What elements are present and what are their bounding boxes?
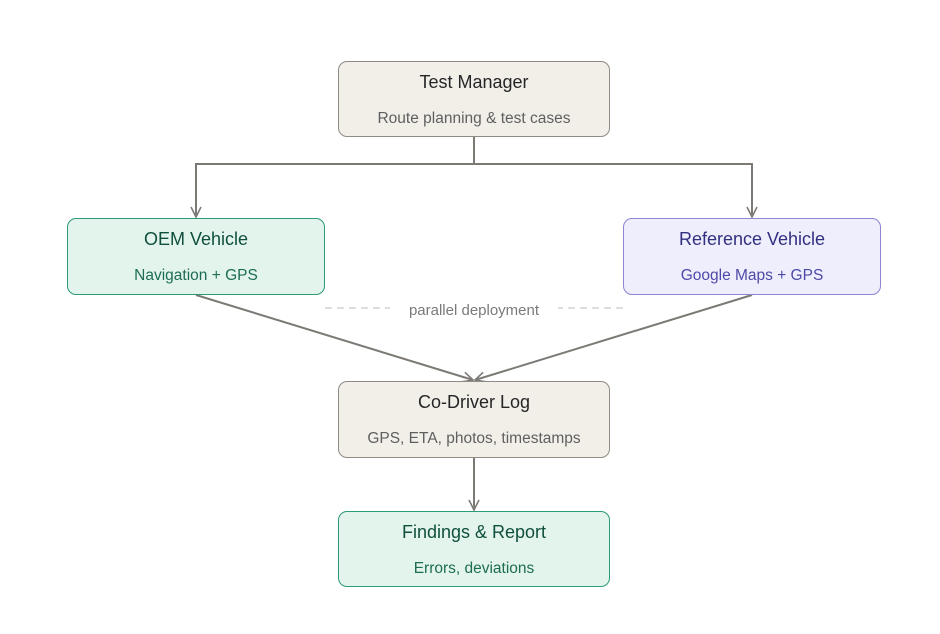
- node-co-driver-log: Co-Driver Log GPS, ETA, photos, timestam…: [338, 381, 610, 458]
- node-oem-vehicle: OEM Vehicle Navigation + GPS: [67, 218, 325, 295]
- node-title: Reference Vehicle: [678, 229, 826, 249]
- node-title: Test Manager: [419, 72, 529, 92]
- node-subtitle: GPS, ETA, photos, timestamps: [367, 430, 581, 447]
- node-subtitle: Route planning & test cases: [377, 110, 571, 127]
- parallel-deployment-label: parallel deployment: [390, 301, 558, 321]
- node-subtitle: Errors, deviations: [413, 560, 535, 577]
- node-title: Co-Driver Log: [417, 392, 531, 412]
- edge-test-manager-to-oem-vehicle: [196, 163, 474, 217]
- node-reference-vehicle: Reference Vehicle Google Maps + GPS: [623, 218, 881, 295]
- edge-reference-vehicle-to-co-driver-log: [475, 294, 753, 380]
- node-subtitle: Navigation + GPS: [134, 267, 258, 284]
- node-title: OEM Vehicle: [143, 229, 249, 249]
- node-subtitle: Google Maps + GPS: [680, 267, 824, 284]
- node-test-manager: Test Manager Route planning & test cases: [338, 61, 610, 137]
- edge-test-manager-to-reference-vehicle: [474, 163, 752, 217]
- node-title: Findings & Report: [401, 522, 547, 542]
- node-findings-report: Findings & Report Errors, deviations: [338, 511, 610, 587]
- edge-oem-vehicle-to-co-driver-log: [195, 294, 473, 380]
